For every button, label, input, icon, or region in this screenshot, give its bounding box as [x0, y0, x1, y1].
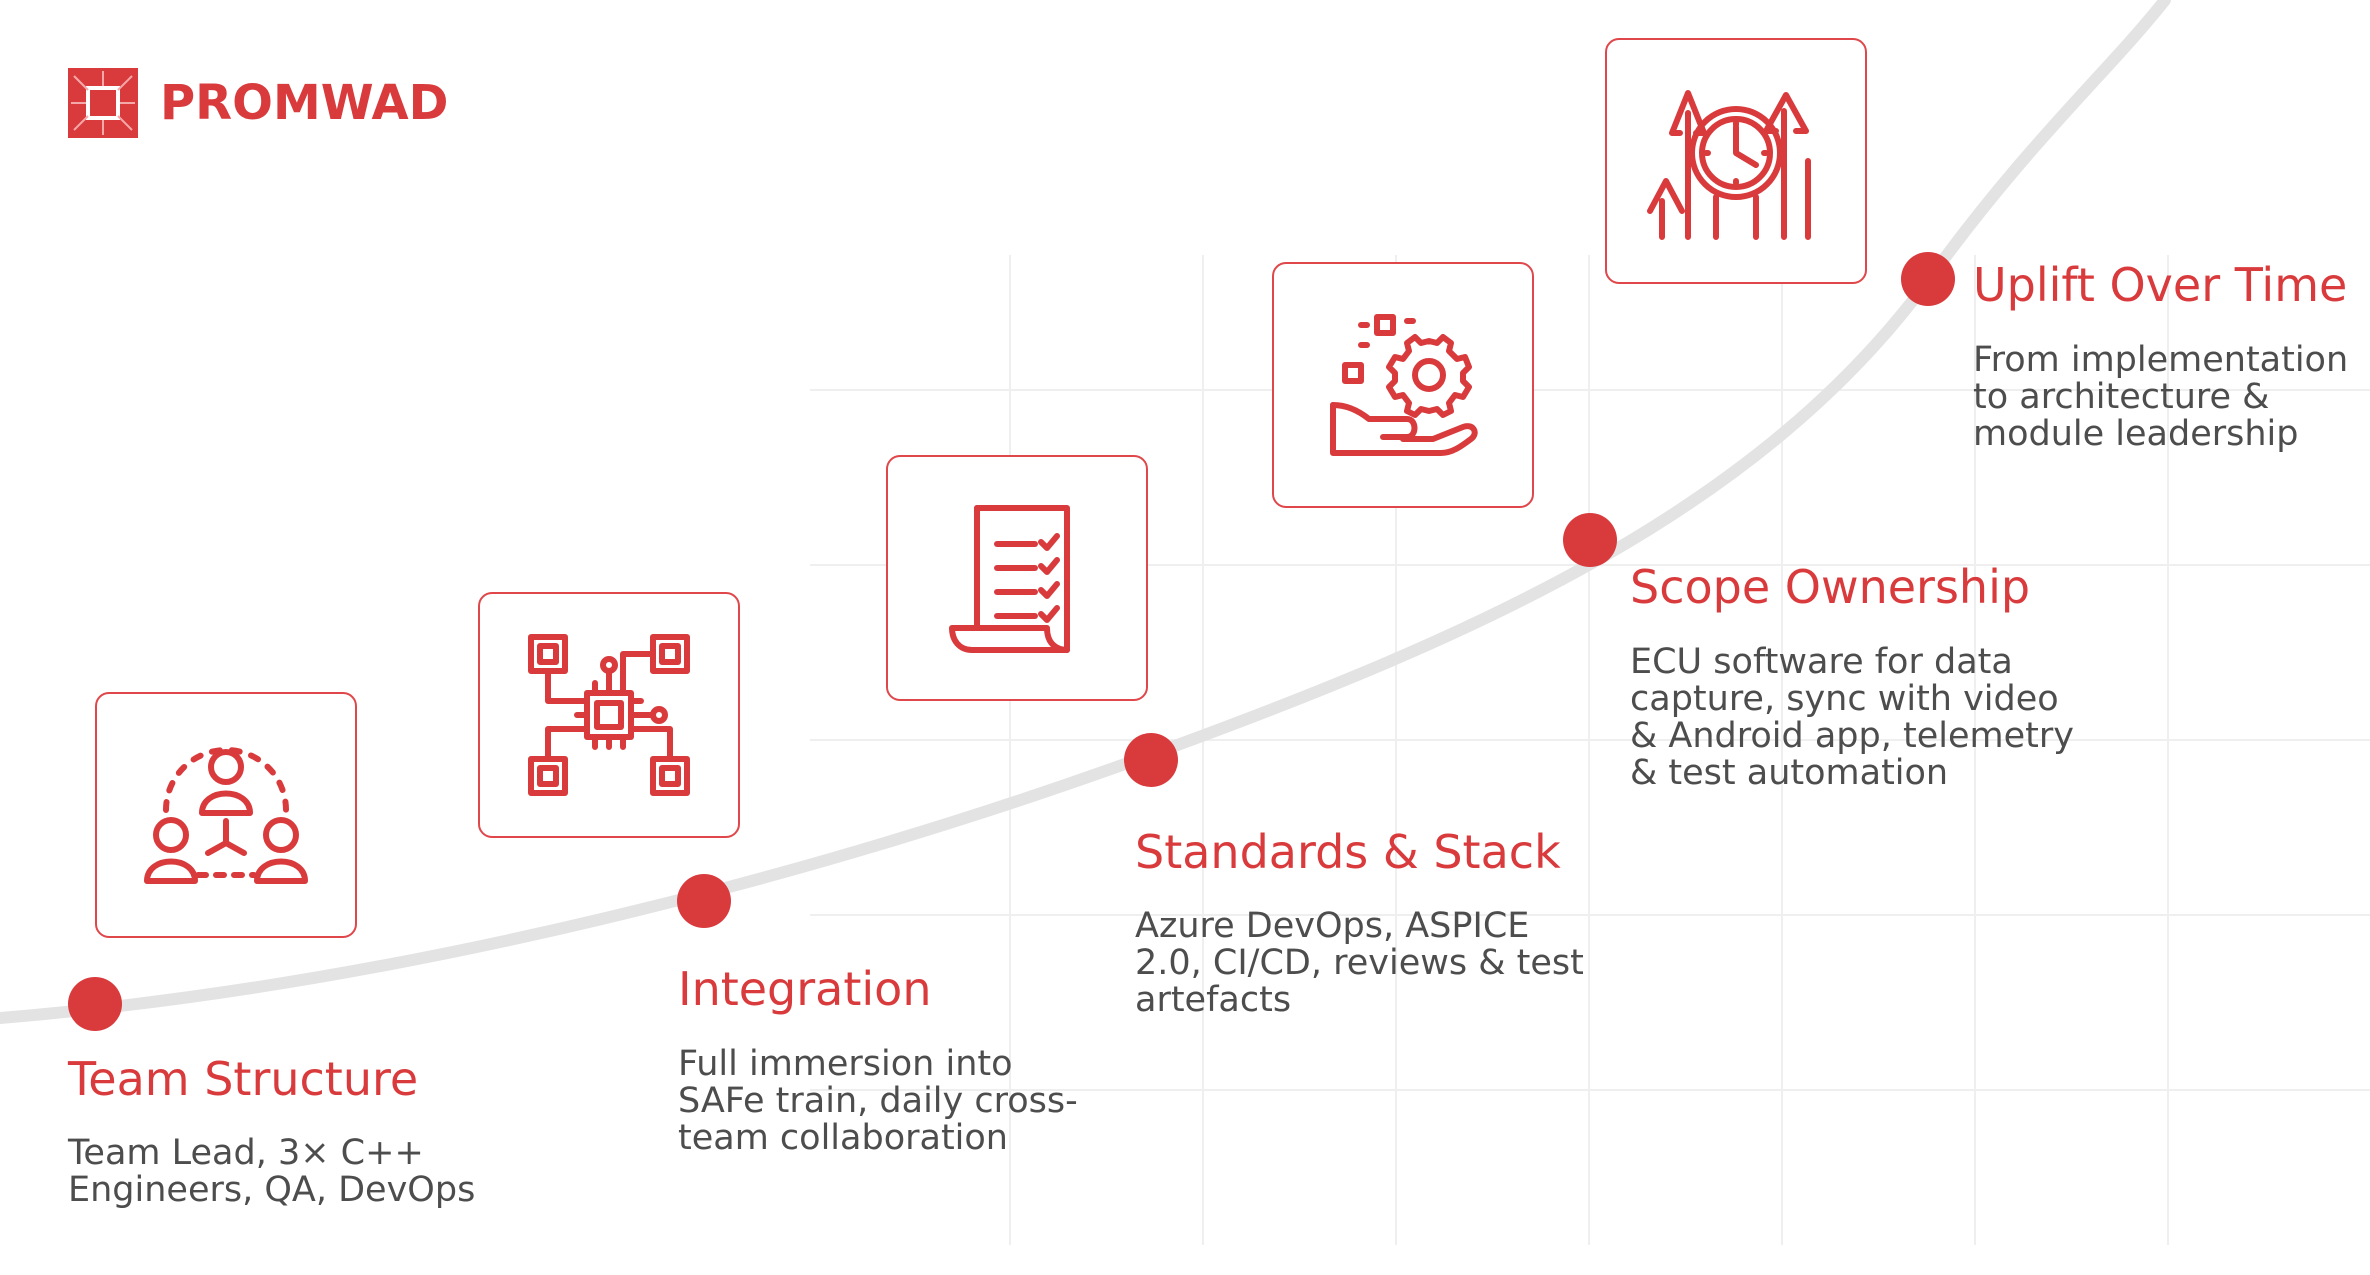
step-1-icon-box	[95, 692, 357, 938]
step-1-marker	[68, 977, 122, 1031]
step-2-desc: Full immersion into SAFe train, daily cr…	[678, 1046, 1078, 1157]
step-4-marker	[1563, 513, 1617, 567]
step-4-desc-line: ECU software for data	[1630, 642, 2013, 682]
step-4-icon-box	[1272, 262, 1534, 508]
step-3-icon-box	[886, 455, 1148, 701]
step-5-desc: From implementation to architecture & mo…	[1973, 342, 2348, 453]
step-2-icon-box	[478, 592, 740, 838]
step-3-marker	[1124, 733, 1178, 787]
step-1-desc: Team Lead, 3× C++ Engineers, QA, DevOps	[68, 1135, 475, 1209]
brand-name: PROMWAD	[160, 75, 449, 131]
clock-growth-icon	[1647, 90, 1811, 240]
step-5-icon-box	[1605, 38, 1867, 284]
checklist-document-icon	[949, 505, 1070, 653]
step-5-title: Uplift Over Time	[1973, 258, 2348, 312]
step-1-title: Team Structure	[68, 1052, 419, 1106]
step-3-title: Standards & Stack	[1135, 825, 1561, 879]
step-3-desc: Azure DevOps, ASPICE 2.0, CI/CD, reviews…	[1135, 908, 1584, 1019]
step-2-desc-line: team collaboration	[678, 1118, 1008, 1158]
step-2-marker	[677, 874, 731, 928]
step-5-marker	[1901, 252, 1955, 306]
step-4-desc-line: capture, sync with video	[1630, 679, 2059, 719]
step-1-desc-line: Engineers, QA, DevOps	[68, 1170, 476, 1210]
step-2-desc-line: SAFe train, daily cross-	[678, 1081, 1078, 1121]
chip-logo-icon	[68, 68, 138, 138]
brand-logo: PROMWAD	[68, 68, 449, 138]
step-5-desc-line: From implementation	[1973, 340, 2349, 380]
step-3-desc-line: artefacts	[1135, 980, 1292, 1020]
step-4-title: Scope Ownership	[1630, 560, 2031, 614]
step-4-desc-line: & Android app, telemetry	[1630, 716, 2074, 756]
step-2-desc-line: Full immersion into	[678, 1044, 1013, 1084]
chip-network-icon	[528, 634, 690, 796]
step-4-desc-line: & test automation	[1630, 753, 1949, 793]
step-1-desc-line: Team Lead, 3× C++	[68, 1133, 424, 1173]
step-5-desc-line: to architecture &	[1973, 377, 2270, 417]
step-2-title: Integration	[678, 962, 932, 1016]
step-5-desc-line: module leadership	[1973, 414, 2299, 454]
step-4-desc: ECU software for data capture, sync with…	[1630, 644, 2074, 792]
hand-gear-icon	[1330, 314, 1478, 456]
team-icon	[144, 747, 308, 884]
step-3-desc-line: 2.0, CI/CD, reviews & test	[1135, 943, 1584, 983]
growth-curve	[0, 0, 2171, 1024]
step-3-desc-line: Azure DevOps, ASPICE	[1135, 906, 1530, 946]
